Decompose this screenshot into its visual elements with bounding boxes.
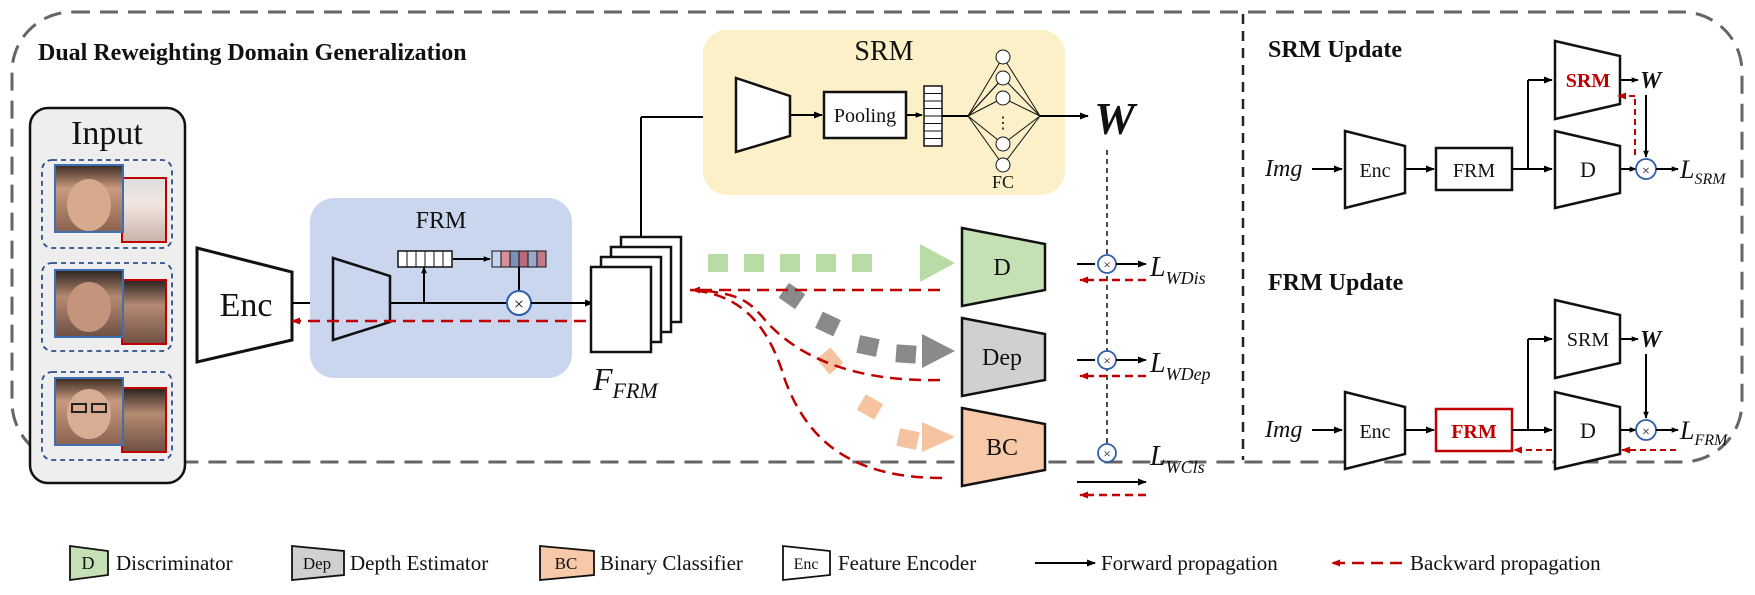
srm-upd-loss-main: L: [1679, 155, 1694, 184]
frm-upd-frm: [1434, 407, 1514, 453]
frm-update-img: Img: [1264, 417, 1302, 443]
srm-upd-d: [1553, 129, 1622, 210]
feature-label-main: F: [592, 361, 613, 397]
srm-upd-frm-label: FRM: [1453, 160, 1495, 182]
svg-text:×: ×: [1103, 446, 1110, 461]
loss-cls-label: LWCls: [1149, 441, 1205, 477]
srm-upd-srm-label: SRM: [1566, 70, 1611, 92]
srm-upd-d-label: D: [1580, 157, 1596, 182]
srm-upd-encoder-label: Enc: [1359, 160, 1390, 182]
legend-backward-text: Backward propagation: [1410, 551, 1601, 575]
pooling-label: Pooling: [834, 105, 896, 127]
legend-bc-box-label: BC: [555, 554, 578, 573]
legend-enc-text: Feature Encoder: [838, 551, 976, 575]
srm-upd-loss-sub: SRM: [1694, 171, 1727, 188]
legend-dep-box: [291, 545, 345, 581]
loss-cls-main: L: [1149, 441, 1166, 472]
srm-panel-label: SRM: [854, 36, 913, 67]
depth-head: [960, 316, 1047, 398]
discriminator-head: [960, 226, 1047, 308]
legend-d-text: Discriminator: [116, 551, 233, 575]
frm-multiply-symbol: ×: [514, 294, 524, 314]
input-image-pair-1: [41, 159, 173, 249]
frm-vector-plain: [397, 250, 453, 268]
legend-dep-text: Depth Estimator: [350, 551, 488, 575]
input-image-pair-2: [41, 262, 173, 352]
frm-upd-frm-label: FRM: [1451, 421, 1497, 443]
frm-upd-multiply-symbol: ×: [1642, 425, 1650, 440]
flow-to-depth: [778, 282, 955, 368]
srm-upd-multiply-symbol: ×: [1642, 164, 1650, 179]
legend-enc-box: [782, 544, 831, 582]
frm-upd-loss-main: L: [1679, 416, 1694, 445]
flow-to-classifier: [816, 347, 955, 452]
srm-upd-w: W: [1640, 68, 1663, 94]
input-image-pair-3: [41, 371, 173, 461]
backward-curve-bc: [689, 288, 943, 480]
legend-forward-text: Forward propagation: [1101, 551, 1278, 575]
frm-upd-w: W: [1640, 327, 1663, 353]
feature-label: FFRM: [592, 361, 659, 403]
frm-panel: [310, 198, 572, 378]
srm-upd-srm: [1553, 39, 1622, 121]
svg-text:×: ×: [1103, 257, 1110, 272]
frm-upd-srm-label: SRM: [1567, 329, 1609, 351]
frm-upd-loss-sub: FRM: [1693, 432, 1729, 449]
legend-d-box-label: D: [82, 553, 95, 573]
srm-update-title: SRM Update: [1268, 37, 1402, 63]
legend-bc-text: Binary Classifier: [600, 551, 743, 575]
loss-dep-label: LWDep: [1149, 348, 1211, 384]
legend-dep-box-label: Dep: [303, 554, 331, 573]
frm-upd-loss: LFRM: [1679, 416, 1729, 449]
classifier-head-label: BC: [986, 435, 1018, 461]
fc-dots: ⋮: [995, 115, 1011, 132]
depth-head-label: Dep: [982, 345, 1022, 371]
srm-encoder-shape: [734, 76, 792, 154]
loss-row-cls: ×: [1077, 443, 1147, 499]
srm-pooled-vector: [923, 85, 943, 147]
srm-upd-encoder: [1343, 129, 1407, 210]
frm-upd-encoder: [1343, 390, 1407, 471]
srm-update-img: Img: [1264, 156, 1302, 182]
discriminator-head-label: D: [993, 255, 1010, 281]
input-label: Input: [71, 115, 143, 152]
srm-upd-frm: [1434, 146, 1514, 192]
loss-dep-sub: WDep: [1166, 364, 1211, 384]
diagram-title: Dual Reweighting Domain Generalization: [38, 40, 467, 66]
svg-text:×: ×: [1103, 353, 1110, 368]
loss-dep-main: L: [1149, 348, 1166, 379]
frm-upd-d: [1553, 390, 1622, 471]
backward-curve-dep: [689, 288, 941, 382]
feature-label-sub: FRM: [612, 378, 660, 403]
loss-row-dep: ×: [1077, 350, 1147, 380]
loss-row-dis: ×: [1077, 254, 1147, 284]
frm-update-title: FRM Update: [1268, 270, 1404, 296]
feature-maps: [589, 235, 683, 354]
fc-label: FC: [992, 172, 1014, 192]
fc-network: [967, 49, 1041, 173]
loss-cls-sub: WCls: [1166, 457, 1205, 477]
classifier-head: [960, 406, 1047, 488]
flow-to-discriminator: [708, 244, 955, 282]
srm-upd-loss: LSRM: [1679, 155, 1727, 188]
legend-enc-box-label: Enc: [794, 556, 819, 573]
legend-d-box: [69, 544, 109, 582]
loss-dis-sub: WDis: [1166, 268, 1206, 288]
legend-bc-box: [539, 545, 595, 581]
frm-vector-weighted: [491, 250, 547, 268]
loss-dis-main: L: [1149, 252, 1166, 283]
weight-label: W: [1094, 93, 1138, 144]
loss-dis-label: LWDis: [1149, 252, 1206, 288]
frm-upd-srm: [1553, 298, 1622, 380]
encoder-label: Enc: [220, 287, 273, 324]
frm-upd-d-label: D: [1580, 418, 1596, 443]
frm-upd-encoder-label: Enc: [1359, 421, 1390, 443]
encoder-block: [195, 246, 294, 364]
frm-panel-label: FRM: [416, 208, 467, 234]
legend: D Discriminator Dep Depth Estimator BC B…: [69, 544, 1601, 582]
